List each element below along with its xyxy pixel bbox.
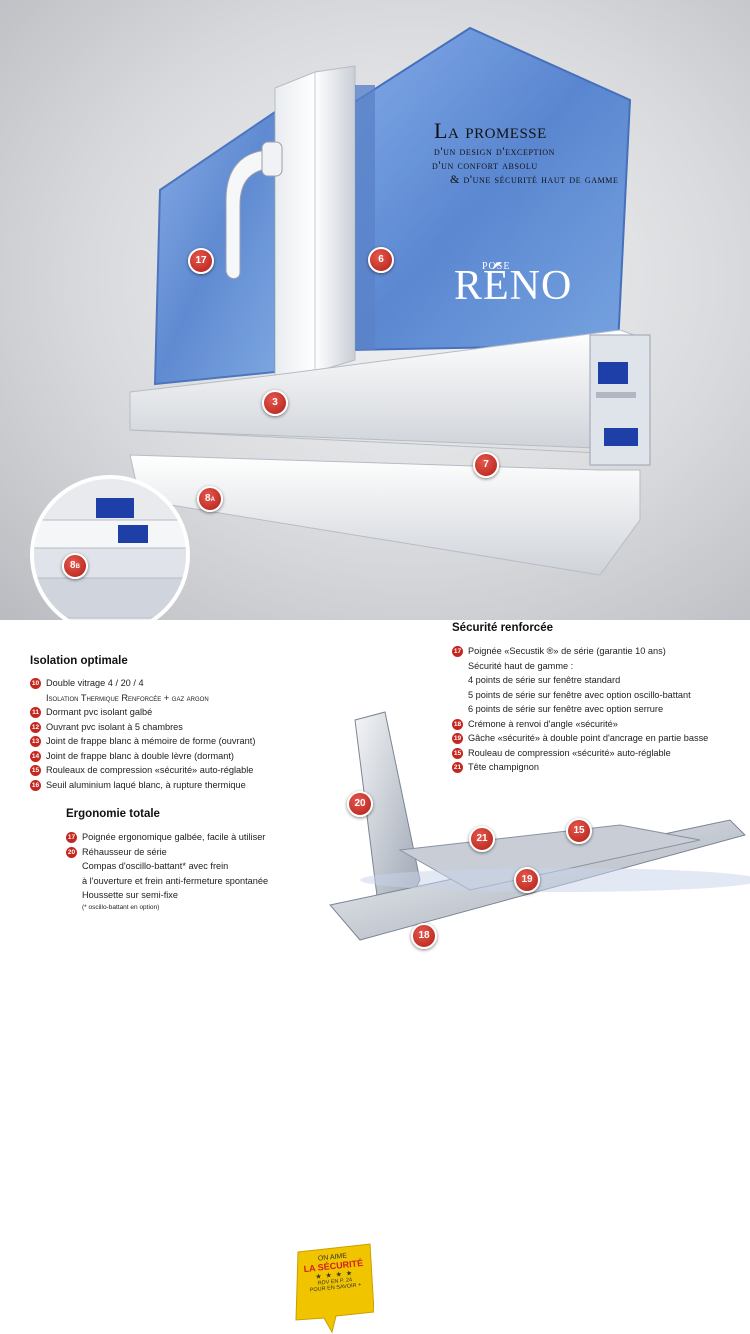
item-number: 15 [30,765,41,776]
callout-8a-number: 8 [205,493,211,504]
list-item: 11 Dormant pvc isolant galbé [30,705,255,720]
callout-6: 6 [368,247,394,273]
item-number: 16 [30,779,41,791]
item-number: 11 [30,707,41,718]
callout-8a: 8A [197,486,223,512]
item-text: Seuil aluminium laqué blanc, à rupture t… [46,779,246,790]
callout-8b-suffix: B [75,564,80,570]
callout-18: 18 [411,923,437,949]
security-badge: ON AIME LA SÉCURITÉ ★ ★ ★ ★ RDV EN P. 24… [290,1242,374,1334]
list-item: 16 Seuil aluminium laqué blanc, à rupture… [30,778,255,793]
item-text: Réhausseur de série [82,846,167,857]
window-illustration: La promesse d'un design d'exception d'un… [0,0,750,620]
gasket-blue-1 [598,362,628,384]
list-item-subline: à l'ouverture et frein anti-fermeture sp… [82,875,269,886]
callout-21: 21 [469,826,495,852]
list-item-subline: 5 points de série sur fenêtre avec optio… [468,689,691,700]
footnote: (* oscillo-battant en option) [82,903,160,911]
item-text: Tête champignon [468,762,539,772]
list-item-subline: Sécurité haut de gamme : [468,660,574,671]
item-number: 13 [30,736,41,747]
callout-8b-number: 8 [70,560,76,571]
item-text: Joint de frappe blanc à double lèvre (do… [46,750,234,761]
list-item: 12 Ouvrant pvc isolant à 5 chambres [30,720,255,735]
callout-20: 20 [347,791,373,817]
headline-line-3: d'un confort absolu [432,158,538,172]
list-item: 15 Rouleaux de compression «sécurité» aut… [30,763,255,778]
callout-8b: 8B [62,553,88,579]
item-number: 15 [452,747,463,759]
pose-label: POSE [482,261,511,272]
item-number: 10 [30,678,41,689]
gasket-blue-2 [604,428,638,446]
sill [129,454,641,576]
item-text: Gâche «sécurité» à double point d'ancrag… [468,733,709,743]
list-item: 14 Joint de frappe blanc à double lèvre (… [30,749,255,764]
list-item: 20 Réhausseur de série [66,845,268,860]
list-item: 21 Tête champignon [452,760,708,775]
item-number: 14 [30,750,41,762]
list-item: 19 Gâche «sécurité» à double point d'ancr… [452,731,708,746]
ergonomie-list: 17 Poignée ergonomique galbée, facile à u… [66,830,268,913]
headline-title: La promesse [434,118,547,143]
features-section: ON AIME LA SÉCURITÉ ★ ★ ★ ★ RDV EN P. 24… [0,620,750,1334]
item-number: 20 [66,846,77,858]
ergonomie-title: Ergonomie totale [66,808,160,820]
list-item-subline: Isolation Thermique Renforcée + gaz argo… [46,692,209,703]
isolation-list: 10 Double vitrage 4 / 20 / 4 Isolation Th… [30,676,255,792]
item-number: 21 [452,762,463,773]
item-text: Poignée ergonomique galbée, facile à uti… [82,832,266,842]
item-text: Double vitrage 4 / 20 / 4 [46,678,144,688]
list-item: 17 Poignée ergonomique galbée, facile à u… [66,830,268,845]
list-item: 18 Crémone à renvoi d'angle «sécurité» [452,717,708,732]
callout-19: 19 [514,867,540,893]
window-handle [225,149,273,279]
callout-15: 15 [566,818,592,844]
item-text: Rouleau de compression «sécurité» auto-r… [468,747,671,758]
item-text: Rouleaux de compression «sécurité» auto-… [46,765,254,775]
callout-8a-suffix: A [210,497,215,503]
isolation-title: Isolation optimale [30,655,128,667]
item-number: 17 [452,646,463,657]
list-item-subline: Compas d'oscillo-battant* avec frein [82,861,229,871]
callout-17: 17 [188,248,214,274]
item-number: 19 [452,733,463,744]
list-item: 15 Rouleau de compression «sécurité» auto… [452,746,708,761]
item-text: Crémone à renvoi d'angle «sécurité» [468,718,618,729]
item-text: Joint de frappe blanc à mémoire de forme… [46,736,256,746]
item-number: 18 [452,718,463,730]
headline-line-4: & d'une sécurité haut de gamme [450,172,619,186]
list-item-subline: 6 points de série sur fenêtre avec optio… [468,704,664,714]
headline: La promesse d'un design d'exception d'un… [398,118,698,186]
reno-logo: RÉNO [454,263,573,309]
headline-line-2: d'un design d'exception [434,144,556,158]
window-drawing [30,26,651,620]
list-item: 13 Joint de frappe blanc à mémoire de for… [30,734,255,749]
list-item: 17 Poignée «Secustik ®» de série (garanti… [452,644,708,659]
callout-3: 3 [262,390,288,416]
list-item-subline: Houssette sur semi-fixe [82,890,178,900]
item-text: Ouvrant pvc isolant à 5 chambres [46,721,183,732]
callout-7: 7 [473,452,499,478]
securite-list: 17 Poignée «Secustik ®» de série (garanti… [452,644,708,775]
list-item-subline: 4 points de série sur fenêtre standard [468,675,621,685]
item-number: 12 [30,721,41,733]
item-number: 17 [66,832,77,843]
securite-title: Sécurité renforcée [452,622,553,634]
item-text: Poignée «Secustik ®» de série (garantie … [468,646,666,656]
item-text: Dormant pvc isolant galbé [46,707,153,717]
list-item: 10 Double vitrage 4 / 20 / 4 [30,676,255,691]
